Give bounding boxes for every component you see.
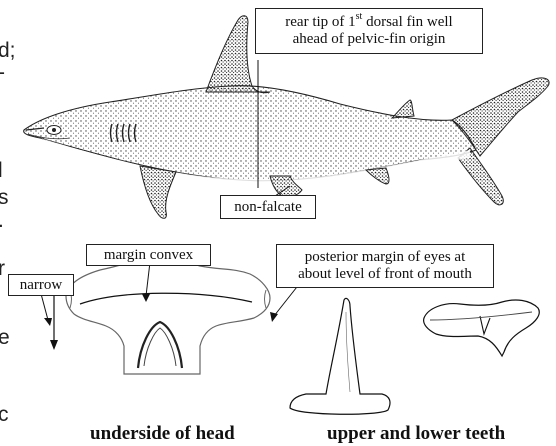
lower-tooth-illustration [424,300,540,356]
head-caption: underside of head [90,424,235,443]
head-width-callout: narrow [8,274,74,296]
anal-fin [366,168,389,184]
pelvic-fin-callout: non-falcate [220,195,316,219]
pectoral-fin [140,166,176,218]
eye-position-callout: posterior margin of eyes at about level … [276,244,494,288]
dorsal-fin-callout: rear tip of 1st dorsal fin well ahead of… [255,8,483,54]
second-dorsal-fin [392,100,414,118]
upper-tooth-illustration [290,298,390,414]
head-underside-illustration [66,262,270,374]
teeth-caption: upper and lower teeth [327,424,505,443]
head-margin-callout: margin convex [86,244,211,266]
